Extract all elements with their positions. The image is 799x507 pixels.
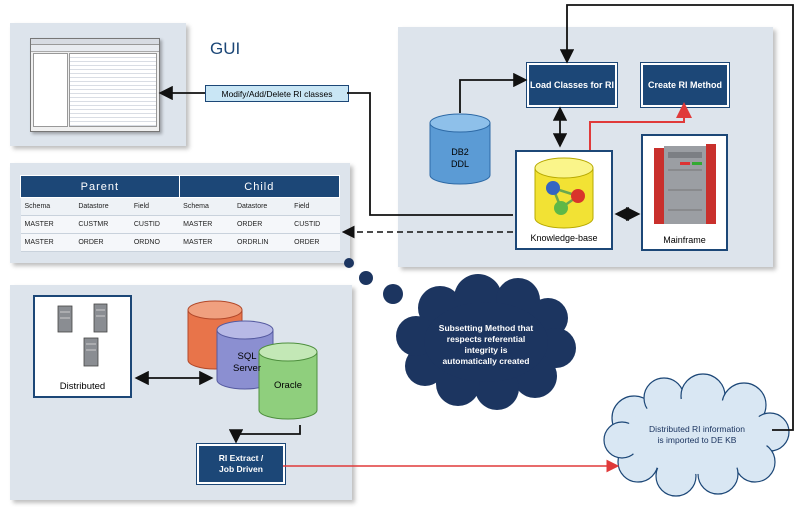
db2-label: DB2 DDL (428, 146, 492, 170)
ri-extract-line1: RI Extract / (218, 453, 264, 463)
table-cell: MASTER (20, 233, 75, 252)
subsetting-cloud-text: Subsetting Method that respects referent… (416, 323, 556, 367)
knowledge-base-label: Knowledge-base (530, 233, 598, 243)
sql-server-label: SQL Server (226, 351, 268, 375)
gui-screenshot (30, 38, 160, 132)
table-cell: ORDER (232, 215, 291, 234)
db2-line1: DB2 (451, 147, 469, 157)
table-cell: CUSTID (129, 215, 180, 234)
gui-title: GUI (210, 39, 241, 58)
ri-relationship-table: Parent Child Schema Datastore Field Sche… (20, 175, 341, 252)
col-header: Schema (20, 197, 75, 216)
oracle-label: Oracle (274, 380, 302, 391)
col-header: Field (290, 197, 340, 216)
child-header: Child (178, 175, 341, 198)
col-header: Schema (179, 197, 233, 216)
mainframe-label: Mainframe (663, 235, 706, 245)
distributed-box (33, 295, 132, 398)
create-ri-method-box: Create RI Method (641, 63, 729, 107)
ri-extract-box: RI Extract / Job Driven (197, 444, 285, 484)
import-line2: is imported to DE KB (657, 435, 737, 445)
table-row: MASTER CUSTMR CUSTID MASTER ORDER CUSTID (20, 215, 340, 234)
subset-line1: Subsetting Method that (438, 323, 534, 333)
import-line1: Distributed RI information (649, 424, 745, 434)
col-header: Field (129, 197, 180, 216)
database-stack-icon (187, 300, 318, 420)
subset-line3: integrity is (464, 345, 508, 355)
col-header: Datastore (232, 197, 291, 216)
table-cell: ORDNO (129, 233, 180, 252)
table-cell: CUSTMR (74, 215, 130, 234)
db2-line2: DDL (450, 159, 469, 169)
servers-icon (57, 303, 108, 367)
table-cell: ORDER (74, 233, 130, 252)
table-cell: ORDRLIN (232, 233, 291, 252)
sql-line1: SQL (237, 351, 257, 362)
table-row: MASTER ORDER ORDNO MASTER ORDRLIN ORDER (20, 233, 340, 252)
subset-line2: respects referential (446, 334, 526, 344)
ri-extract-line2: Job Driven (219, 464, 263, 474)
table-cell: MASTER (20, 215, 75, 234)
subset-line4: automatically created (442, 356, 530, 366)
knowledge-base-icon (534, 157, 594, 229)
db2-cylinder-icon (429, 113, 491, 185)
table-cell: MASTER (179, 233, 233, 252)
col-header: Datastore (74, 197, 130, 216)
distributed-label: Distributed (59, 381, 106, 392)
table-cell: CUSTID (290, 215, 340, 234)
mainframe-icon (654, 144, 716, 224)
table-cell: ORDER (290, 233, 340, 252)
import-cloud-text: Distributed RI information is imported t… (612, 424, 782, 446)
load-classes-box: Load Classes for RI (527, 63, 617, 107)
parent-header: Parent (20, 175, 180, 198)
sql-line2: Server (233, 363, 261, 374)
table-cell: MASTER (179, 215, 233, 234)
